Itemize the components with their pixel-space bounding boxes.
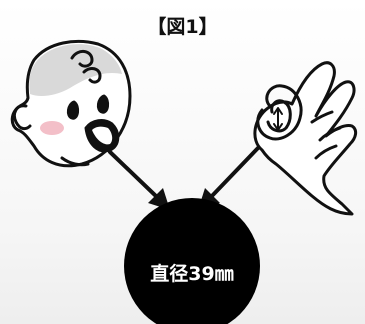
- ok-hand-icon: [253, 61, 358, 216]
- circle-icon: [124, 198, 260, 324]
- circle-label: 直径39㎜: [150, 263, 234, 285]
- figure-title: 【図1】: [147, 16, 218, 38]
- baby-face-icon: [10, 39, 132, 168]
